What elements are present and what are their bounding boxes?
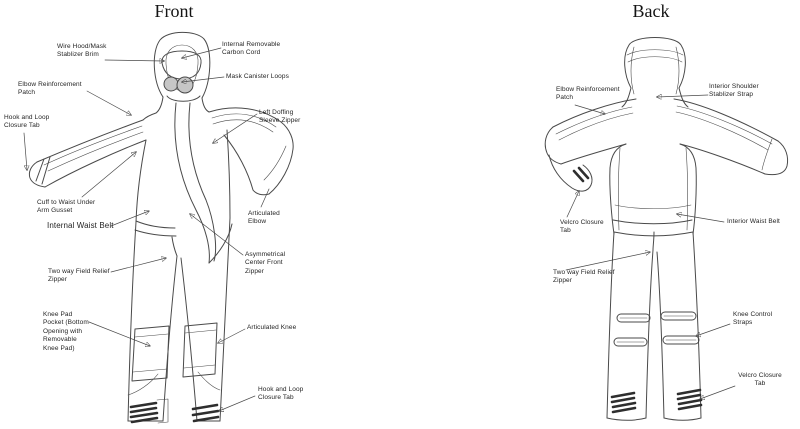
interior-waist-belt-line xyxy=(614,204,692,210)
callout-line xyxy=(213,113,258,143)
label-elbow-reinforcement-patch-back: Elbow Reinforcement Patch xyxy=(556,86,620,102)
callout-arrows xyxy=(23,47,736,411)
label-left-doffing-sleeve-zipper: Left Doffing Sleeve Zipper xyxy=(259,109,301,125)
callout-line xyxy=(182,76,225,82)
label-interior-waist-belt: Interior Waist Belt xyxy=(727,218,780,225)
doffing-sleeve-zipper-line xyxy=(211,113,277,128)
back-suit-drawing xyxy=(544,37,789,421)
waist-belt-line xyxy=(135,220,176,229)
back-left-arm xyxy=(544,98,637,192)
callout-line xyxy=(104,60,164,61)
front-legs xyxy=(127,217,231,424)
label-elbow-reinforcement-patch-front: Elbow Reinforcement Patch xyxy=(18,81,82,97)
callout-line xyxy=(86,90,131,115)
callout-line xyxy=(700,385,736,399)
callout-line xyxy=(565,252,650,271)
label-interior-shoulder-stablizer-strap: Interior Shoulder Stablizer Strap xyxy=(709,83,759,99)
callout-line xyxy=(110,211,149,227)
label-asymmetrical-center-front-zipper: Asymmetrical Center Front Zipper xyxy=(245,251,286,275)
label-wire-hood-mask-stablizer-brim: Wire Hood/Mask Stablizer Brim xyxy=(57,43,107,59)
callout-line xyxy=(23,132,27,170)
back-legs xyxy=(606,231,703,421)
callout-line xyxy=(88,321,150,346)
front-left-arm xyxy=(28,119,147,188)
ankle-closure-stripes xyxy=(610,388,703,414)
knee-pad-pocket xyxy=(131,322,218,382)
knee-control-straps xyxy=(613,311,700,347)
back-glove xyxy=(548,154,593,192)
label-two-way-field-relief-zipper-front: Two way Field Relief Zipper xyxy=(48,268,110,284)
callout-line xyxy=(218,328,246,343)
front-hood xyxy=(153,31,211,114)
callout-line xyxy=(566,191,579,218)
callout-line xyxy=(182,47,222,58)
ankle-closure-stripes xyxy=(129,398,220,424)
callout-line xyxy=(677,214,725,223)
mask-canister-loop xyxy=(163,76,179,92)
label-knee-control-straps: Knee Control Straps xyxy=(733,311,773,327)
callout-line xyxy=(657,95,709,97)
front-view-title: Front xyxy=(154,1,194,21)
label-internal-removable-carbon-cord: Internal Removable Carbon Cord xyxy=(222,41,281,57)
label-two-way-field-relief-zipper-back: Two way Field Relief Zipper xyxy=(553,269,615,285)
callout-line xyxy=(260,188,270,208)
callout-line xyxy=(574,104,605,114)
label-velcro-closure-tab-cuff: Velcro Closure Tab xyxy=(560,219,604,235)
back-torso xyxy=(609,143,697,237)
label-knee-pad-pocket: Knee Pad Pocket (Bottom Opening with Rem… xyxy=(43,311,89,352)
back-right-arm xyxy=(673,98,789,176)
label-internal-waist-belt: Internal Waist Belt xyxy=(47,221,114,230)
mask-visor xyxy=(161,50,202,80)
asymmetrical-zipper xyxy=(174,102,210,264)
label-mask-canister-loops: Mask Canister Loops xyxy=(226,73,289,80)
label-cuff-to-waist-under-arm-gusset: Cuff to Waist Under Arm Gusset xyxy=(37,199,96,215)
label-articulated-elbow: Articulated Elbow xyxy=(248,210,280,226)
front-torso xyxy=(134,102,233,264)
callout-line xyxy=(219,395,256,411)
callout-line xyxy=(81,152,136,198)
front-suit-drawing xyxy=(28,31,294,424)
callout-line xyxy=(110,258,166,273)
label-velcro-closure-tab-ankle: Velcro Closure Tab xyxy=(738,372,782,388)
callout-line xyxy=(190,214,244,256)
mask-canister-loop xyxy=(176,76,194,94)
callout-line xyxy=(696,323,731,336)
label-hook-and-loop-closure-tab-bottom: Hook and Loop Closure Tab xyxy=(258,386,304,402)
label-articulated-knee: Articulated Knee xyxy=(247,324,297,331)
label-hook-and-loop-closure-tab-top: Hook and Loop Closure Tab xyxy=(4,114,50,130)
back-hood xyxy=(621,37,689,108)
back-view-title: Back xyxy=(632,1,670,21)
front-right-arm xyxy=(208,107,294,196)
